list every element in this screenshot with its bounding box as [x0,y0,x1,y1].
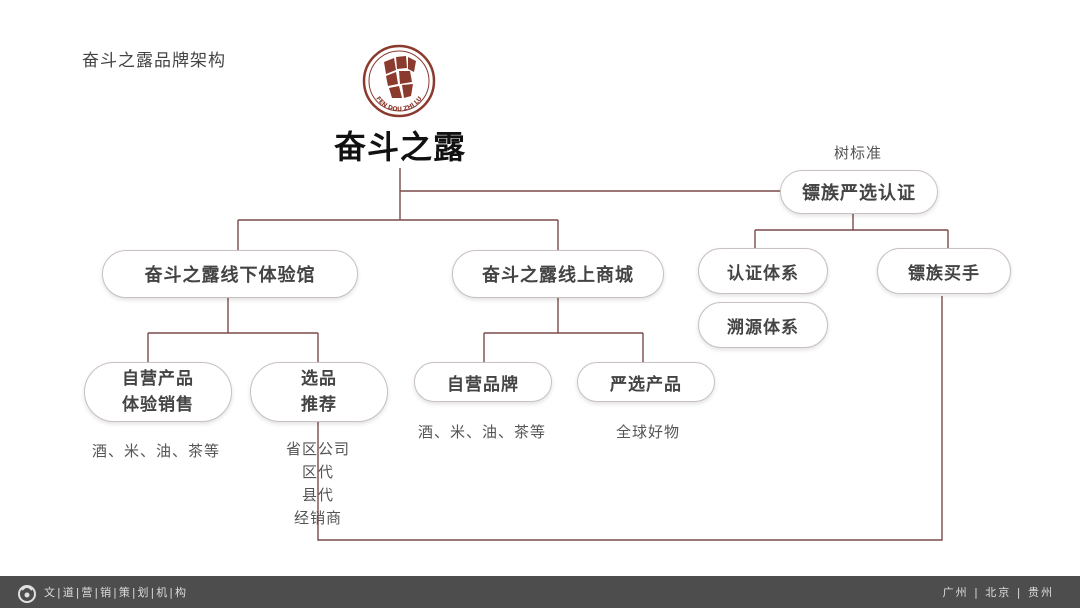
footer-org-name: 文|道|营|销|策|划|机|构 [44,586,188,599]
node-self-products-line1: 自营产品 [122,369,194,389]
note-global-goods: 全球好物 [615,423,680,441]
label-standard: 树标准 [833,144,882,162]
node-selection-line2: 推荐 [301,395,337,415]
node-trace-system: 溯源体系 [698,302,828,348]
node-cert-system: 认证体系 [698,248,828,294]
node-certification: 镖族严选认证 [780,170,938,214]
footer-locations: 广州 | 北京 | 贵州 [942,586,1054,599]
note-online-goods: 酒、米、油、茶等 [417,423,546,441]
note-channel-item: 经销商 [293,509,342,527]
node-online-mall: 奋斗之露线上商城 [452,250,664,298]
node-self-brand: 自营品牌 [414,362,552,402]
page-title: 奋斗之露品牌架构 [82,51,226,71]
node-selection-line1: 选品 [301,369,337,389]
brand-name: 奋斗之露 [333,128,466,166]
node-self-products: 自营产品 体验销售 [84,362,232,422]
node-selection: 选品 推荐 [250,362,388,422]
brand-logo-icon: FEN DOU ZHI LU [362,44,436,118]
node-buyer: 镖族买手 [877,248,1011,294]
footer-bar [0,576,1080,608]
node-strict-products: 严选产品 [577,362,715,402]
line-buyer-to-channels [317,296,943,541]
note-channels: 省区公司 区代 县代 经销商 [278,438,358,530]
note-channel-item: 区代 [301,463,334,481]
note-offline-goods: 酒、米、油、茶等 [91,442,220,460]
note-channel-item: 省区公司 [285,440,350,458]
node-self-products-line2: 体验销售 [122,395,194,415]
note-channel-item: 县代 [301,486,334,504]
footer-logo-icon [16,582,38,604]
node-offline-experience: 奋斗之露线下体验馆 [102,250,358,298]
